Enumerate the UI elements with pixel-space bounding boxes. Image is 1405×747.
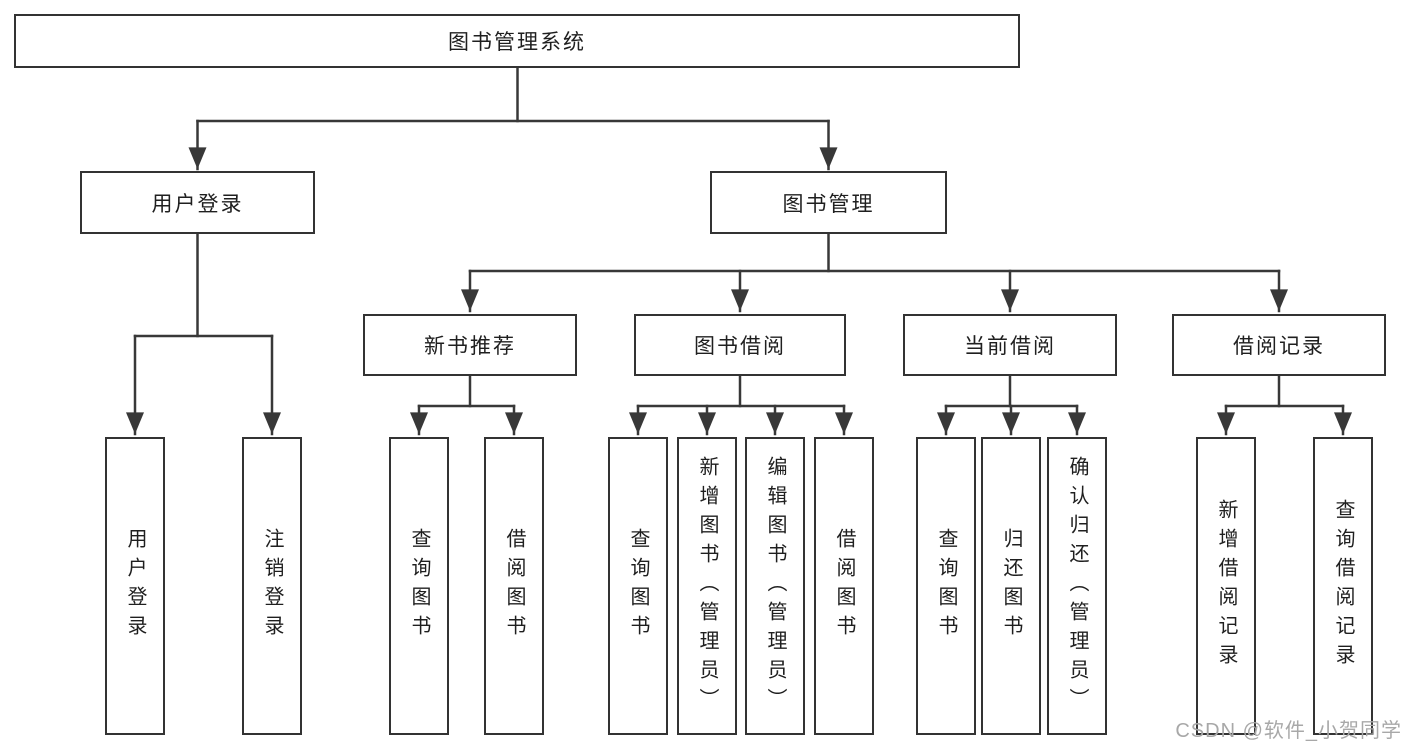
csdn-watermark: CSDN @软件_小贺同学 [1175,720,1402,742]
node-label: 查询图书 [935,528,957,644]
node-label: 新书推荐 [424,335,516,358]
node-label: 当前借阅 [964,335,1056,358]
node-leaf-add-books-admin: 新增图书（管理员） [677,437,737,735]
node-leaf-borrow-books: 借阅图书 [814,437,874,735]
node-leaf-borrow-books-recommend: 借阅图书 [484,437,544,735]
node-label: 借阅图书 [503,528,525,644]
node-leaf-search-books-borrowing: 查询图书 [608,437,668,735]
node-leaf-add-borrow-record: 新增借阅记录 [1196,437,1256,735]
node-label: 查询借阅记录 [1332,499,1354,673]
node-label: 查询图书 [408,528,430,644]
node-leaf-return-books: 归还图书 [981,437,1041,735]
node-label: 注销登录 [261,528,283,644]
node-new-book-recommendation: 新书推荐 [363,314,577,376]
node-label: 借阅图书 [833,528,855,644]
node-book-management: 图书管理 [710,171,947,234]
node-leaf-search-books-current: 查询图书 [916,437,976,735]
node-label: 新增借阅记录 [1215,499,1237,673]
node-label: 图书管理 [782,192,875,216]
node-leaf-search-borrow-record: 查询借阅记录 [1313,437,1373,735]
node-label: 查询图书 [627,528,649,644]
node-leaf-edit-books-admin: 编辑图书（管理员） [745,437,805,735]
node-current-borrowing: 当前借阅 [903,314,1117,376]
node-library-management-system: 图书管理系统 [14,14,1020,68]
node-borrowing-records: 借阅记录 [1172,314,1386,376]
node-label: 借阅记录 [1233,335,1325,358]
node-leaf-logout: 注销登录 [242,437,302,735]
node-label: 编辑图书（管理员） [764,455,786,717]
node-label: 用户登录 [151,192,244,216]
node-book-borrowing: 图书借阅 [634,314,846,376]
node-label: 图书借阅 [694,335,786,358]
node-leaf-confirm-return-admin: 确认归还（管理员） [1047,437,1107,735]
node-label: 图书管理系统 [448,31,586,54]
node-user-login: 用户登录 [80,171,315,234]
node-label: 新增图书（管理员） [696,455,718,717]
node-leaf-user-login: 用户登录 [105,437,165,735]
node-label: 用户登录 [124,528,146,644]
node-leaf-search-books-recommend: 查询图书 [389,437,449,735]
node-label: 归还图书 [1000,528,1022,644]
node-label: 确认归还（管理员） [1066,455,1088,717]
